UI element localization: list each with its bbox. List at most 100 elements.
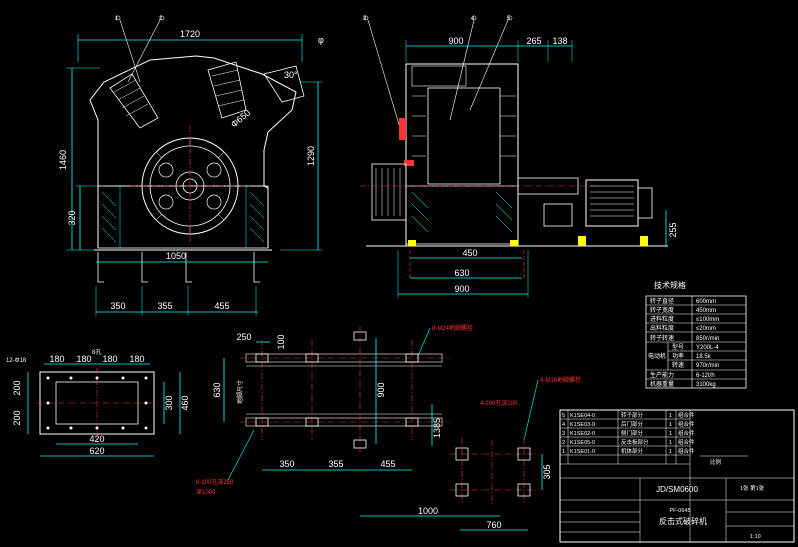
flange-dim-left-2: 200 [12, 410, 22, 425]
bom-qty-2: 1 [669, 431, 672, 437]
front-dim-foot-1: 350 [110, 301, 125, 311]
foundation-view: 8-M24地脚螺栓 250 100 630 地脚尺寸 900 [196, 324, 500, 517]
title-rev: 比例 [710, 458, 722, 466]
spec-label-0: 转子直径 [650, 297, 674, 305]
front-dim-height: 1460 [58, 150, 68, 170]
foundation-note-holes: 8-100孔深250 [196, 478, 234, 486]
side-view: 3 4 5 900 265 138 [360, 15, 678, 298]
side-dim-bottom-3: 900 [454, 284, 469, 294]
bom-mat-4: 组合件 [678, 447, 695, 455]
bom-qty-4: 1 [669, 449, 672, 455]
flange-dim-inner: 420 [89, 434, 104, 444]
front-dim-lower: 320 [67, 210, 77, 225]
side-balloon-5: 5 [507, 16, 511, 22]
foundation-dim-bottom-2: 355 [328, 459, 343, 469]
foundation-dim-left-label: 地脚尺寸 [236, 380, 244, 404]
side-dim-right: 255 [668, 222, 678, 237]
spec-label-1: 转子宽度 [650, 306, 674, 314]
front-flow-marker: φ [318, 35, 324, 45]
spec-label-6: 功率 [672, 352, 684, 360]
side-dim-bottom-2: 630 [454, 268, 469, 278]
side-balloon-3: 3 [363, 16, 367, 22]
bom-mat-3: 组合件 [678, 438, 695, 446]
spec-label-3: 出料粒度 [650, 324, 674, 332]
spec-label-4: 转子转速 [650, 334, 674, 342]
front-dim-foot-3: 455 [214, 301, 229, 311]
spec-value-4: 850r/min [696, 336, 719, 342]
spec-value-5: Y200L-4 [696, 345, 719, 351]
bom-no-2: 3 [562, 431, 565, 437]
front-dim-right: 1290 [306, 146, 316, 166]
spec-value-2: ≤100mm [696, 317, 719, 323]
bom-no-3: 2 [562, 440, 565, 446]
title-sheet-note: 1张 第1张 [740, 484, 765, 492]
motor-dim-right: 305 [542, 464, 552, 479]
flange-dim-cell-1: 180 [49, 354, 64, 364]
foundation-dim-bottom-1: 350 [279, 459, 294, 469]
bom-mat-0: 组合件 [678, 411, 695, 419]
spec-label-7: 转速 [672, 361, 684, 369]
bom-name-2: 侧门部分 [621, 429, 644, 437]
foundation-dim-center: 900 [376, 382, 386, 397]
front-dim-base: 1050 [166, 251, 186, 261]
bom-qty-1: 1 [669, 422, 672, 428]
side-dim-bottom-1: 450 [462, 248, 477, 258]
bom-name-0: 转子部分 [621, 411, 644, 419]
bom-code-0: K1SE04-0 [570, 413, 595, 419]
side-dim-top-3: 138 [552, 36, 567, 46]
front-dim-width: 1720 [180, 29, 200, 39]
bom-qty-3: 1 [669, 440, 672, 446]
flange-dim-outer: 620 [89, 446, 104, 456]
bom-no-1: 4 [562, 422, 565, 428]
side-dim-top-1: 900 [448, 36, 463, 46]
front-dim-rotor: Φ650 [229, 108, 252, 130]
bom-code-3: K1SE05-0 [570, 440, 595, 446]
title-block: 5 K1SE04-0 转子部分 1 组合件 4 K1SE03-0 后门部分 1 … [559, 409, 795, 543]
foundation-note-holes2: 深1000 [196, 488, 216, 496]
flange-dim-cell-4: 180 [129, 354, 144, 364]
flange-view: 8孔 12-Φ18 180 180 180 180 200 200 300 46… [6, 348, 190, 457]
bom-mat-1: 组合件 [678, 420, 695, 428]
flange-dim-right-2: 460 [180, 395, 190, 410]
foundation-note-bolts: 8-M24地脚螺栓 [432, 324, 473, 332]
spec-table: 技术规格 转子直径 600mm 转子宽度 450mm 进料粒度 ≤100mm 出… [645, 280, 747, 389]
front-balloon-1: 1 [115, 16, 119, 22]
flange-dim-top: 8孔 [92, 348, 101, 356]
flange-dim-right-1: 300 [164, 395, 174, 410]
front-view: 1720 φ 1 2 1460 320 1290 [58, 15, 324, 316]
flange-dim-cell-3: 180 [102, 354, 117, 364]
title-drawing-no: JD/SM0600 [656, 485, 698, 494]
flange-dim-left-1: 200 [12, 380, 22, 395]
foundation-dim-right: 1385 [432, 418, 442, 438]
spec-value-6: 18.5k [696, 354, 712, 360]
spec-label-9: 机器重量 [650, 380, 674, 388]
foundation-dim-top-2: 100 [276, 334, 286, 349]
bom-name-4: 机体部分 [621, 447, 644, 455]
spec-group-motor: 电动机 [648, 352, 666, 360]
front-balloon-2: 2 [159, 16, 163, 22]
flange-note-left: 12-Φ18 [6, 358, 27, 364]
spec-label-2: 进料粒度 [650, 315, 674, 323]
spec-value-7: 970r/min [696, 363, 719, 369]
foundation-dim-top-1: 250 [236, 332, 251, 342]
flange-dim-cell-2: 180 [76, 354, 91, 364]
spec-value-9: 3100kg [696, 382, 716, 388]
title-product-code: PF-0645 [669, 508, 690, 514]
motor-note-holes: 4-200孔深200 [480, 399, 518, 407]
spec-value-8: 6-12t/h [696, 373, 715, 379]
motor-note-bolts: 4-M16地脚螺栓 [540, 376, 581, 384]
spec-title: 技术规格 [654, 280, 686, 290]
bom-name-1: 后门部分 [621, 420, 644, 428]
motor-base-view: 4-M16地脚螺栓 4-200孔深200 305 760 [450, 376, 581, 531]
foundation-dim-bottom-3: 455 [380, 459, 395, 469]
bom-no-0: 5 [562, 413, 565, 419]
front-dim-foot-2: 355 [157, 301, 172, 311]
foundation-dim-length: 1000 [418, 506, 438, 516]
bom-qty-0: 1 [669, 413, 672, 419]
side-balloon-4: 4 [471, 16, 475, 22]
spec-value-1: 450mm [696, 308, 716, 314]
spec-value-0: 600mm [696, 299, 716, 305]
title-product-name: 反击式破碎机 [659, 516, 707, 526]
